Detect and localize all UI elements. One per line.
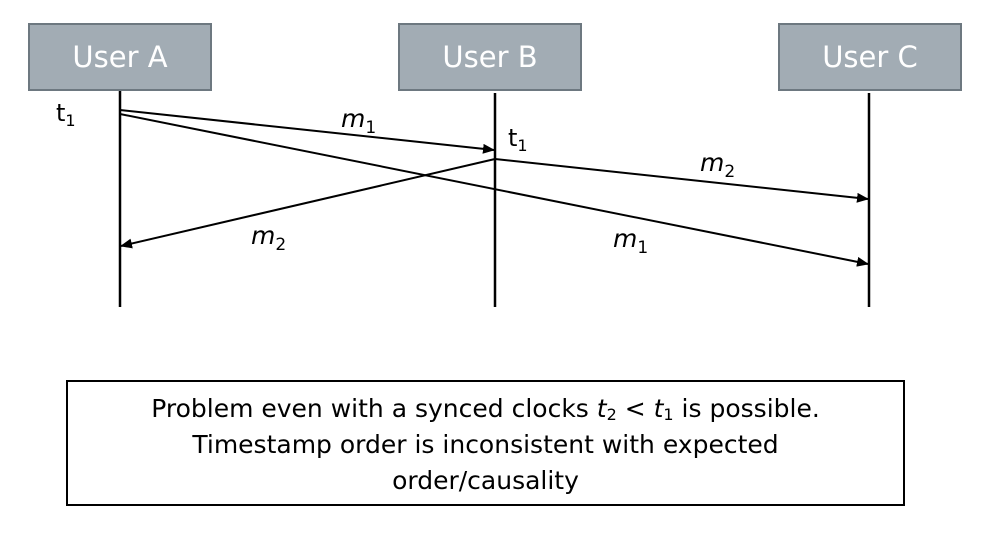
arrow-m1-a-to-c: [119, 113, 869, 267]
note-line-2: Timestamp order is inconsistent with exp…: [192, 430, 779, 459]
note-line-3: order/causality: [392, 466, 579, 495]
arrow-m2-b-to-a: [120, 158, 496, 249]
label-m2-b-to-a: m2: [251, 221, 286, 255]
timestamp-user-b: t1: [508, 124, 528, 155]
actor-label: User C: [822, 40, 918, 74]
arrow-m2-b-to-c: [494, 158, 869, 203]
arrow-m1-a-to-b: [119, 109, 495, 154]
actor-user-a: User A: [28, 23, 212, 91]
problem-note: Problem even with a synced clocks t2 < t…: [66, 380, 905, 506]
note-line-1: Problem even with a synced clocks t2 < t…: [151, 394, 820, 424]
label-m1-a-to-b: m1: [341, 104, 376, 138]
label-m1-a-to-c: m1: [613, 224, 648, 258]
actor-user-c: User C: [778, 23, 962, 91]
timestamp-user-a: t1: [56, 99, 76, 130]
label-m2-b-to-c: m2: [700, 148, 735, 182]
actor-user-b: User B: [398, 23, 582, 91]
actor-label: User B: [442, 40, 538, 74]
actor-label: User A: [72, 40, 168, 74]
